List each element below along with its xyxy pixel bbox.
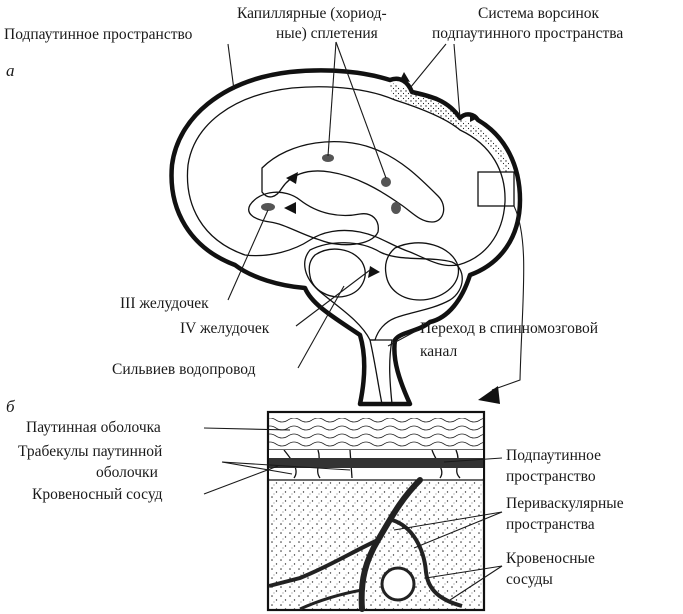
leader-perivascular-1 xyxy=(393,511,503,531)
blood-vessel-band xyxy=(269,458,483,468)
leader-subarachnoid-b xyxy=(443,457,503,463)
leader-blood-vessel xyxy=(203,465,279,495)
choroid-plexus-3 xyxy=(391,202,401,214)
flow-arrow-2 xyxy=(284,202,296,214)
choroid-plexus-1 xyxy=(322,154,334,162)
label-vessels-line1: Кровеносные xyxy=(506,550,595,567)
leader-choroid-2 xyxy=(335,41,387,179)
leader-choroid-1 xyxy=(327,41,337,157)
label-subarachnoid-b-line2: пространство xyxy=(506,468,596,485)
spinal-canal xyxy=(369,339,393,405)
label-fourth-ventricle: IV желудочек xyxy=(180,320,270,337)
label-subarachnoid-space: Подпаутинное пространство xyxy=(4,26,193,43)
magnify-line xyxy=(491,205,525,391)
cerebellum xyxy=(384,242,460,301)
label-spinal-canal-line2: канал xyxy=(420,343,457,360)
label-vessels-line2: сосуды xyxy=(506,571,553,588)
vessel-loop xyxy=(380,566,416,602)
leader-vessels-1 xyxy=(425,565,503,579)
brainstem-region xyxy=(304,242,463,341)
leader-trabeculae-1 xyxy=(221,461,293,475)
label-trabeculae-line1: Трабекулы паутинной xyxy=(18,443,162,460)
magnify-arrow xyxy=(478,386,500,404)
flow-arrow-4 xyxy=(400,72,410,82)
flow-arrow-5 xyxy=(470,114,478,122)
leader-subarachnoid xyxy=(227,43,235,91)
choroid-plexus-4 xyxy=(261,203,275,211)
leader-perivascular-2 xyxy=(413,511,503,549)
label-subarachnoid-b-line1: Подпаутинное xyxy=(506,447,601,464)
flow-arrow-3 xyxy=(368,266,380,278)
perivascular-vessel-branch3 xyxy=(299,588,363,611)
leader-vessels-2 xyxy=(449,565,503,601)
label-third-ventricle: III желудочек xyxy=(120,295,209,312)
arachnoid-layer xyxy=(269,418,483,450)
label-villi-line1: Система ворсинок xyxy=(478,5,600,22)
leader-sylvian xyxy=(297,285,345,369)
label-spinal-canal-line1: Переход в спинномозговой xyxy=(420,320,598,337)
label-blood-vessel: Кровеносный сосуд xyxy=(32,486,163,503)
third-ventricle-shape xyxy=(248,191,379,246)
leader-arachnoid xyxy=(203,427,291,431)
cortex-inner-contour xyxy=(186,86,506,267)
magnify-box xyxy=(477,171,515,207)
subarachnoid-top-layer xyxy=(390,82,512,172)
panel-a-letter: а xyxy=(6,61,15,80)
leader-villi-2 xyxy=(453,43,461,119)
pons xyxy=(308,248,366,298)
leader-spinal xyxy=(387,329,419,347)
label-choroid-line1: Капиллярные (хориод- xyxy=(237,5,387,22)
panel-a: а Подпаутинно xyxy=(4,5,623,407)
label-choroid-line2: ные) сплетения xyxy=(276,25,378,42)
label-sylvian-aqueduct: Сильвиев водопровод xyxy=(112,361,256,378)
leader-fourth-ventricle xyxy=(295,269,371,327)
lateral-ventricle xyxy=(261,140,445,223)
label-arachnoid: Паутинная оболочка xyxy=(26,419,161,436)
panel-b-letter: б xyxy=(6,397,15,416)
leader-third-ventricle xyxy=(227,209,269,301)
label-trabeculae-line2: оболочки xyxy=(96,464,158,481)
leader-villi-1 xyxy=(409,43,447,89)
choroid-plexus-2 xyxy=(381,177,391,187)
label-perivascular-line1: Периваскулярные xyxy=(506,495,624,512)
perivascular-vessel-branch2 xyxy=(391,518,463,608)
flow-arrow-1 xyxy=(286,172,298,184)
perivascular-vessel-branch1 xyxy=(268,538,379,588)
brain-outer-contour xyxy=(169,68,523,407)
label-perivascular-line2: пространства xyxy=(506,516,595,533)
label-villi-line2: подпаутинного пространства xyxy=(432,25,623,42)
panel-b: б Паутинная оболочка Трабекулы паутинной… xyxy=(6,397,624,612)
leader-trabeculae-2 xyxy=(221,461,351,471)
